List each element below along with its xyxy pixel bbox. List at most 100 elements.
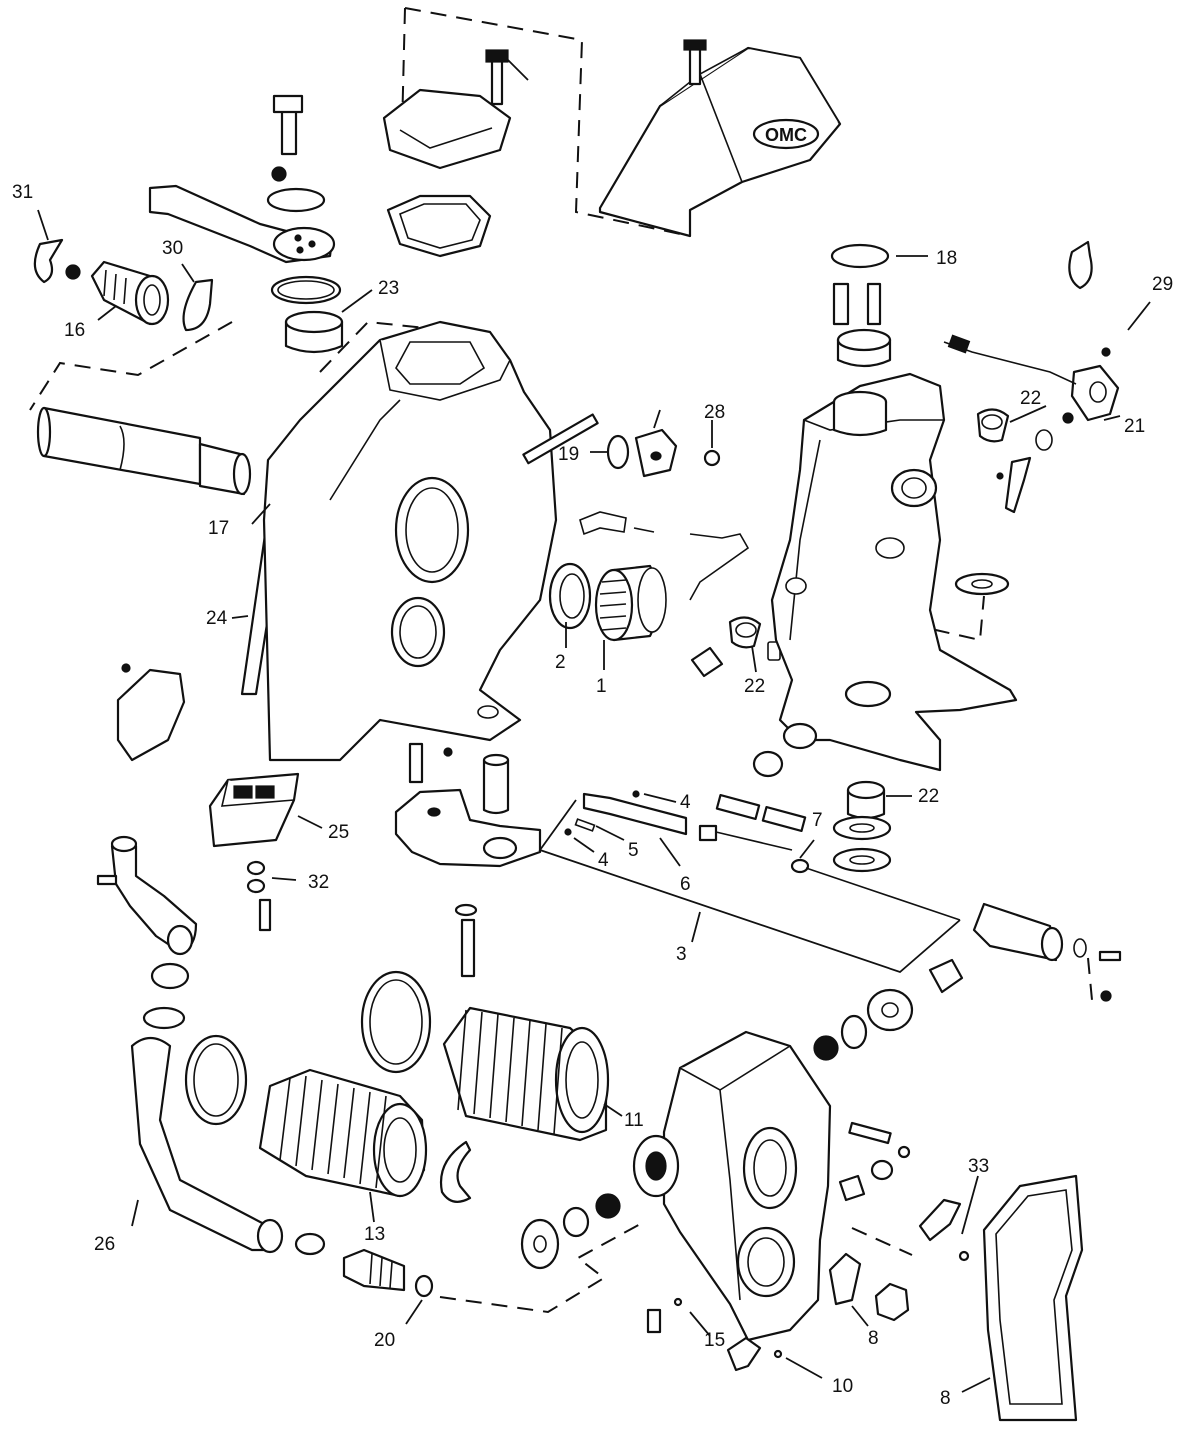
callout-31: 31 [12, 182, 33, 203]
plug-lower [752, 750, 784, 778]
trim-sender-hole [1089, 381, 1107, 403]
o-ring-20 [414, 1274, 434, 1298]
shift-bracket [606, 409, 721, 478]
callout-22a: 22 [1020, 388, 1041, 409]
cotter-pin-4b [564, 828, 572, 836]
large-gasket-8 [982, 1174, 1084, 1422]
small-nut-bracket [1100, 990, 1112, 1002]
shift-cable [564, 790, 961, 921]
steering-arm-assembly [148, 94, 336, 264]
shift-shaft-nut [928, 958, 964, 994]
bolt-mid [460, 918, 476, 978]
grease-fitting-mid [690, 646, 724, 678]
cover-group-outline-left [401, 7, 406, 131]
adapter-block [382, 49, 529, 170]
cable-end-bracket [972, 902, 1122, 1002]
hose-clamp-31 [33, 238, 64, 284]
callout-8b: 8 [940, 1388, 951, 1409]
washer-gc-left-hole [533, 1235, 547, 1253]
latch-spring [1004, 456, 1032, 514]
nut-32a [246, 860, 266, 876]
callout-29: 29 [1152, 274, 1173, 295]
water-elbow [96, 835, 198, 956]
screw-33 [958, 1250, 970, 1262]
pin-b [443, 747, 453, 757]
callout-25: 25 [328, 822, 349, 843]
shift-link-screw [633, 527, 655, 533]
washer-right-upper-hole [971, 579, 993, 589]
spring-a [715, 793, 761, 821]
callout-15: 15 [704, 1330, 725, 1351]
screw-29 [1101, 347, 1111, 357]
gasket-8-small [828, 1252, 862, 1306]
callout-11: 11 [624, 1110, 644, 1131]
hose-clamp-30 [182, 278, 214, 332]
bushing-mid [728, 616, 762, 649]
bearing-gc [813, 1035, 839, 1061]
callout-21: 21 [1124, 416, 1145, 437]
callout-4b: 4 [598, 850, 609, 871]
callout-33: 33 [968, 1156, 989, 1177]
callout-2: 2 [555, 652, 566, 673]
hose-clamp-small [142, 1006, 186, 1030]
cotter-pin-4a [632, 790, 640, 798]
o-ring-15 [673, 1297, 683, 1307]
left-swivel-housing [262, 320, 558, 762]
hose-clamp-mid-inner [369, 979, 423, 1065]
o-ring-18 [830, 243, 890, 269]
bushing-gc [870, 1159, 894, 1181]
callout-28: 28 [704, 402, 725, 423]
u-joint-bellows-11 [442, 1006, 610, 1142]
callout-26: 26 [94, 1234, 115, 1255]
shift-rod-link [689, 533, 750, 601]
gearcase-housing [632, 1030, 832, 1342]
bolt-32 [258, 898, 272, 932]
retainer-clip [1073, 938, 1087, 958]
pivot-pin [522, 413, 599, 465]
sleeve-a [482, 753, 510, 815]
callout-6: 6 [680, 874, 691, 895]
shift-lever-33 [918, 1198, 962, 1242]
stud-right [866, 282, 882, 326]
grommet [150, 962, 190, 990]
o-ring-10 [773, 1349, 783, 1359]
callout-10: 10 [832, 1376, 853, 1397]
upper-bearing-cup [284, 310, 344, 354]
adapter-gasket-inner [399, 203, 481, 249]
seal-ring-inner [277, 280, 335, 300]
spring-b [761, 805, 807, 833]
small-gasket [116, 668, 186, 762]
lower-bracket [394, 788, 542, 868]
upper-bushing-right [836, 328, 892, 368]
callout-22b: 22 [744, 676, 765, 697]
bushing-22-lower [846, 780, 886, 820]
elbow-screw [96, 874, 118, 886]
callout-24: 24 [206, 608, 228, 629]
callout-22c: 22 [918, 786, 939, 807]
cover-group-outline [404, 7, 691, 237]
small-pin-right [996, 472, 1004, 480]
callout-30: 30 [162, 238, 183, 259]
shift-link-bracket [579, 511, 627, 536]
screw-15 [646, 1308, 662, 1334]
callout-13: 13 [364, 1224, 385, 1245]
callout-17: 17 [208, 518, 229, 539]
callout-7: 7 [812, 810, 823, 831]
callout-1: 1 [596, 676, 607, 697]
washer-lower-2-hole [849, 855, 875, 865]
pivot-block-25 [208, 772, 300, 848]
cable-connector-6 [698, 824, 718, 842]
exhaust-tube [36, 406, 252, 496]
grease-fitting-gc [897, 1145, 911, 1159]
callout-5: 5 [628, 840, 639, 861]
washer-21 [1062, 412, 1074, 424]
callout-8a: 8 [868, 1328, 879, 1349]
callout-23: 23 [378, 278, 399, 299]
outlet-fitting [294, 1232, 406, 1292]
bearing-carrier [65, 260, 170, 326]
screw-bracket [1098, 950, 1122, 962]
stud-left [832, 282, 850, 326]
callout-20: 20 [374, 1330, 395, 1351]
fitting-10 [726, 1336, 762, 1372]
seal-gc-left [562, 1206, 590, 1238]
